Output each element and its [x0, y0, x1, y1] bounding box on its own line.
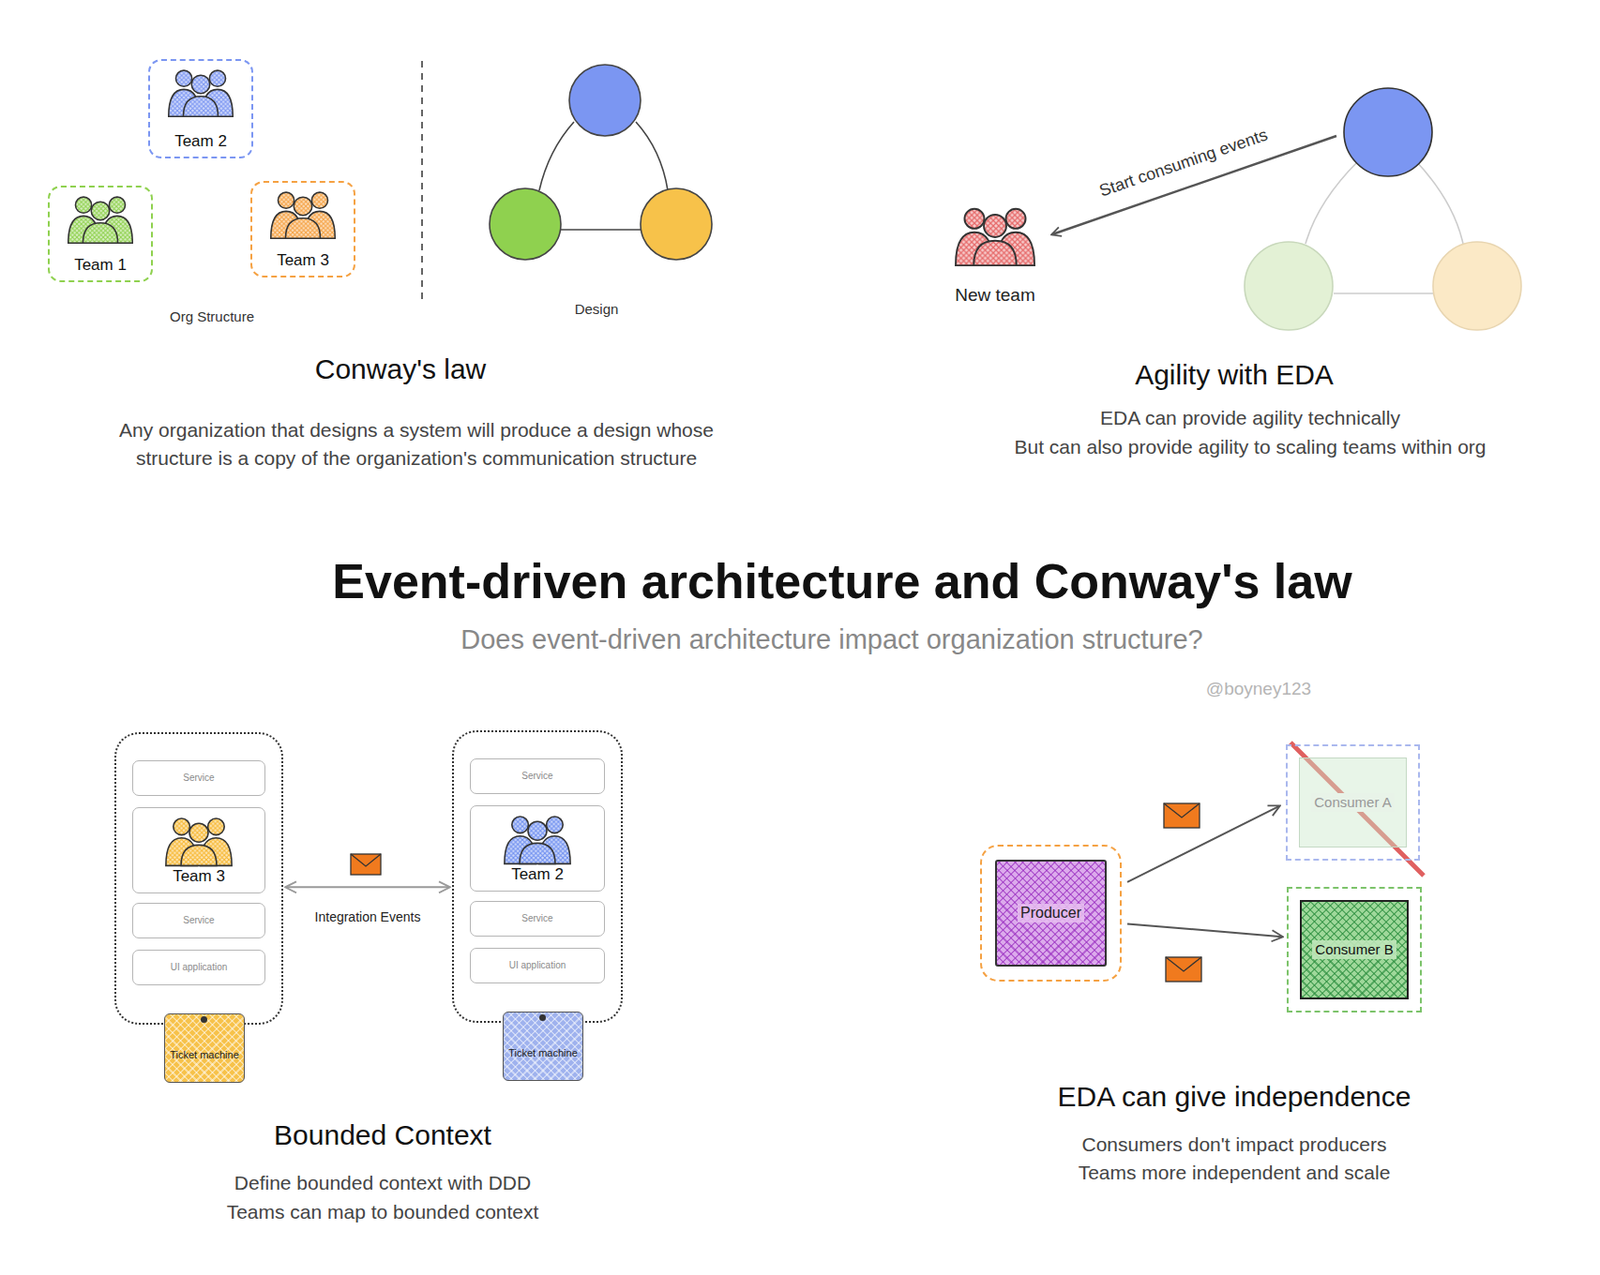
- connector: [286, 886, 450, 889]
- node-text: Consumer B: [1312, 940, 1396, 959]
- team-box: Team 3: [250, 181, 356, 278]
- body-text: Define bounded context with DDD: [234, 1172, 531, 1195]
- node-text: Team 2: [174, 132, 227, 151]
- pin: [200, 1016, 208, 1024]
- heading: Bounded Context: [273, 1119, 492, 1152]
- heading: Conway's law: [315, 353, 486, 386]
- people-icon: [161, 815, 237, 868]
- node-text: Ticket machine: [508, 1047, 578, 1060]
- service-box: Service: [132, 760, 266, 797]
- node-text: Producer: [1017, 904, 1085, 923]
- watermark: @boyney123: [1206, 679, 1312, 700]
- people-icon: [950, 204, 1041, 268]
- node-text: Consumer A: [1311, 793, 1395, 812]
- section-label: Org Structure: [169, 308, 255, 325]
- divider: [421, 60, 423, 302]
- body-text: Any organization that designs a system w…: [116, 416, 717, 473]
- faded-graph: [1244, 88, 1522, 331]
- team-box: Team 2: [148, 59, 254, 159]
- cross-out: [1290, 742, 1424, 876]
- title: Event-driven architecture and Conway's l…: [332, 553, 1352, 610]
- service-box: Service: [132, 903, 266, 939]
- node-text: Team 1: [74, 256, 127, 275]
- people-icon: [164, 66, 238, 119]
- heading: EDA can give independence: [1057, 1081, 1412, 1114]
- service-box: Service: [469, 758, 605, 795]
- node-text: Team 3: [172, 867, 226, 887]
- pin: [539, 1014, 546, 1022]
- node-text: Service: [521, 913, 553, 925]
- body-text: Consumers don't impact producers: [1082, 1133, 1388, 1157]
- people-icon: [499, 813, 575, 866]
- consumer-box: Consumer B: [1299, 900, 1409, 1000]
- section-label: Design: [574, 301, 619, 317]
- subtitle: Does event-driven architecture impact or…: [460, 624, 1203, 656]
- service-box: UI application: [469, 948, 605, 984]
- node-text: Service: [521, 770, 553, 783]
- node-text: Service: [182, 915, 214, 927]
- team-service-box: Team 3: [132, 807, 266, 894]
- producer-box: Producer: [995, 860, 1107, 967]
- node-text: Service: [182, 772, 214, 785]
- body-text: But can also provide agility to scaling …: [1013, 436, 1486, 459]
- new-team-icon: [950, 204, 1041, 268]
- bounded-context: ServiceTeam 2ServiceUI application: [452, 730, 623, 1024]
- node-text: Team 3: [276, 251, 330, 271]
- team-box: Team 1: [47, 185, 153, 283]
- service-box: Service: [469, 901, 605, 937]
- node-text: UI application: [509, 960, 567, 972]
- service-box: UI application: [132, 950, 266, 986]
- team-service-box: Team 2: [469, 805, 605, 892]
- ticket-note: Ticket machine: [164, 1013, 245, 1084]
- people-icon: [63, 193, 137, 245]
- body-text: Teams more independent and scale: [1078, 1162, 1391, 1185]
- team-label: New team: [954, 285, 1036, 306]
- connector: [1127, 806, 1280, 883]
- design-graph: [489, 64, 712, 260]
- edge-label: Integration Events: [313, 909, 423, 925]
- body-text: Teams can map to bounded context: [226, 1201, 540, 1224]
- people-icon: [266, 188, 340, 241]
- bounded-context: ServiceTeam 3ServiceUI application: [114, 732, 284, 1026]
- ticket-note: Ticket machine: [502, 1011, 584, 1082]
- node-text: UI application: [170, 962, 228, 974]
- node-text: Team 2: [511, 865, 564, 885]
- node-text: Ticket machine: [169, 1049, 240, 1062]
- heading: Agility with EDA: [1134, 359, 1334, 392]
- consumer-box: Consumer A: [1298, 757, 1407, 848]
- connector: [1127, 923, 1283, 937]
- body-text: EDA can provide agility technically: [1100, 407, 1401, 430]
